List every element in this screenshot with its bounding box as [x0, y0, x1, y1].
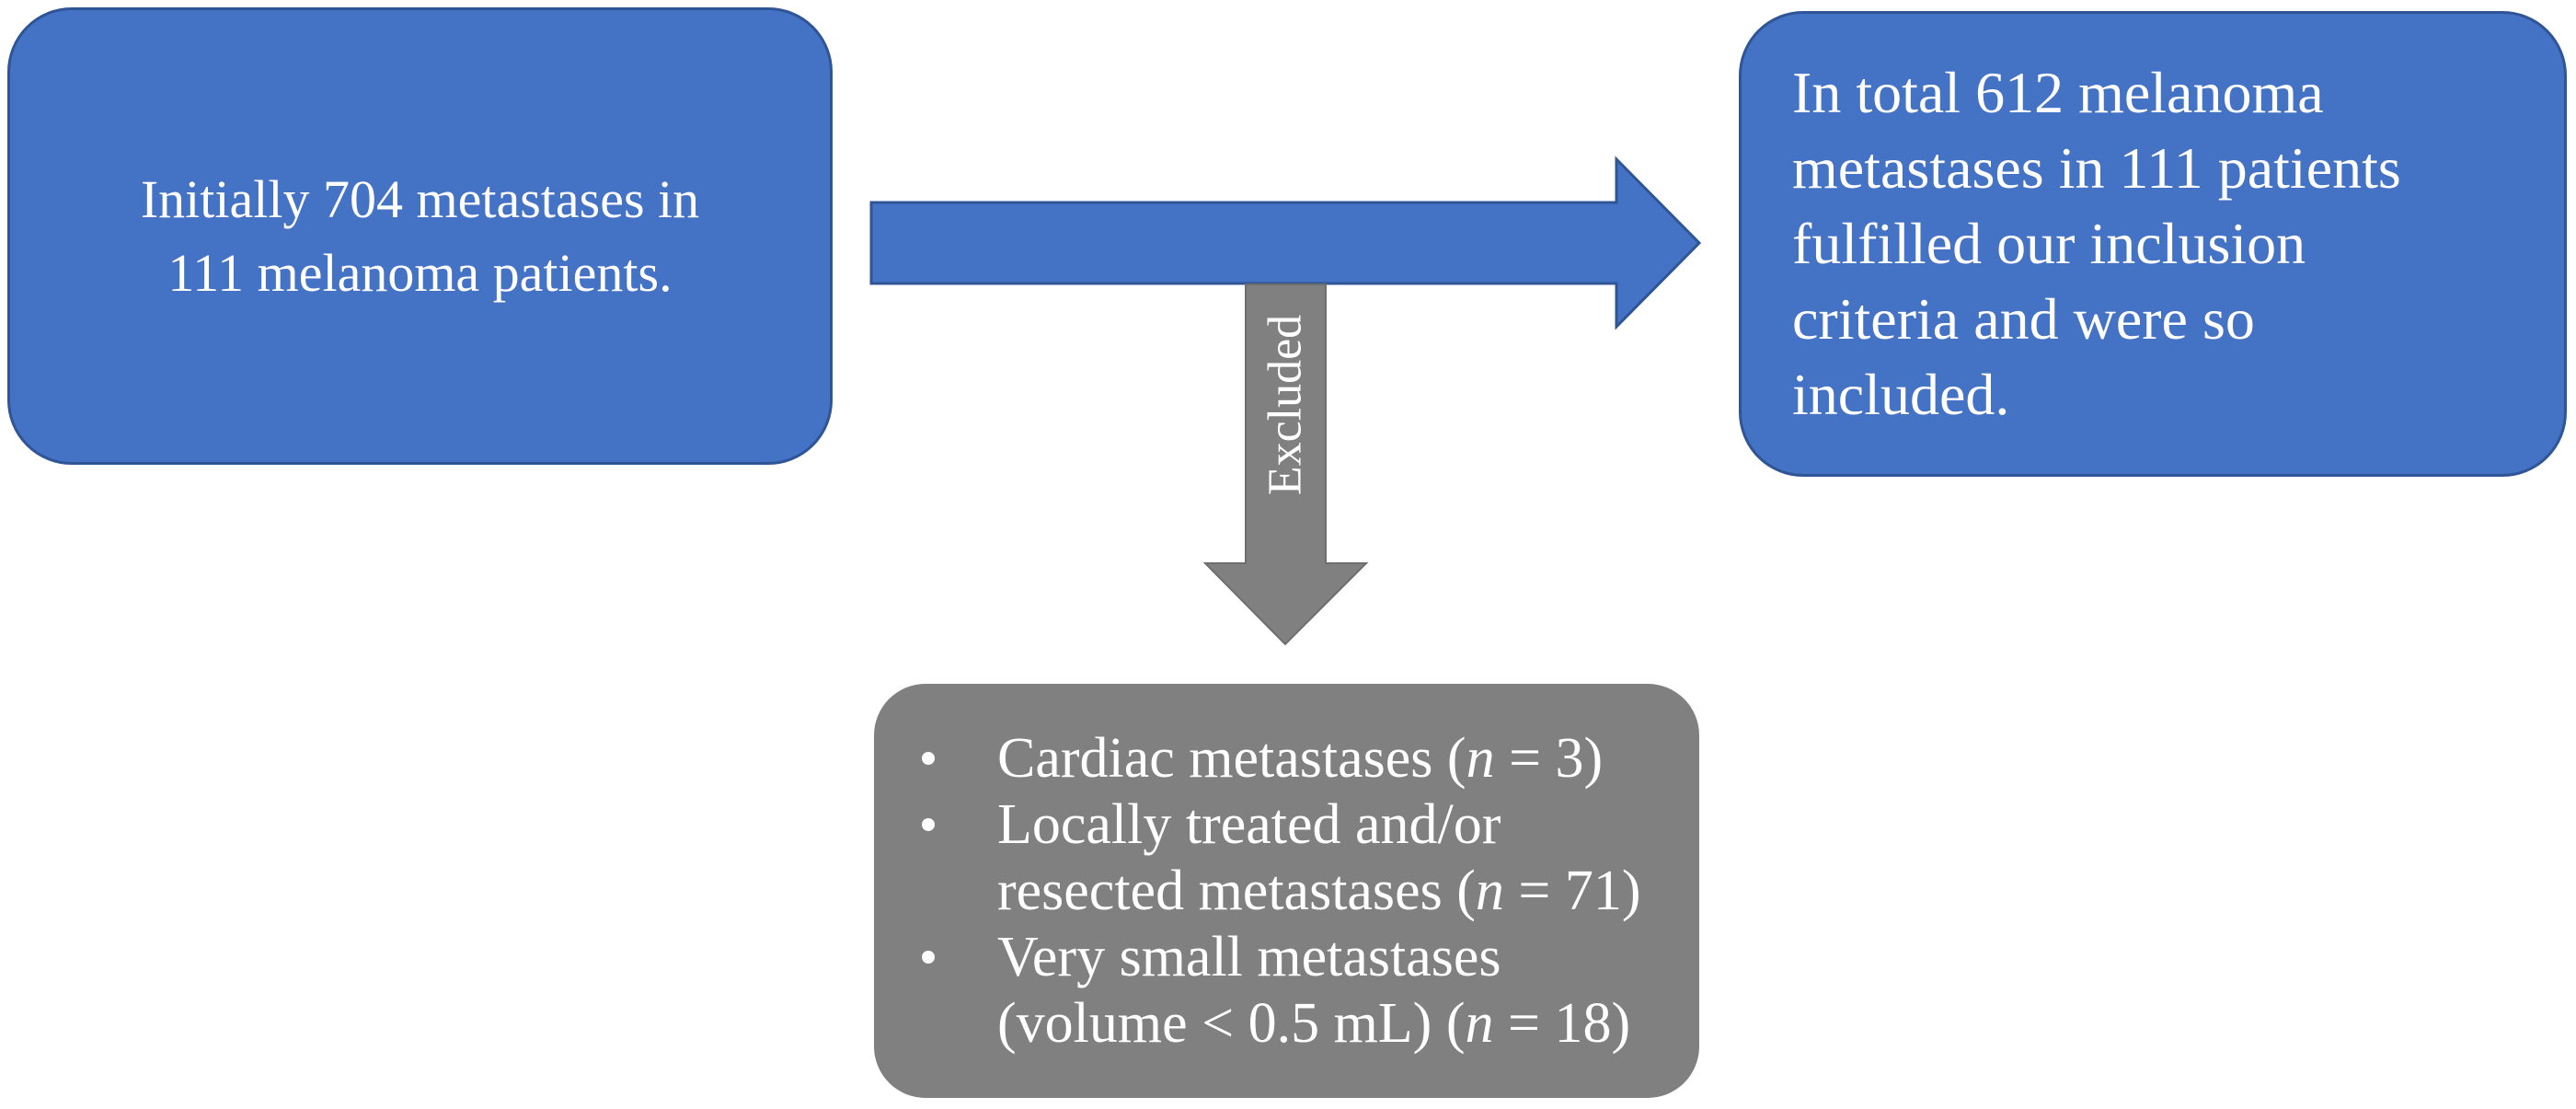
- list-item: Locally treated and/or resected metastas…: [911, 791, 1662, 924]
- initial-cohort-box: Initially 704 metastases in 111 melanoma…: [7, 7, 833, 465]
- text-line: Locally treated and/or: [997, 793, 1501, 856]
- text-line: Cardiac metastases (n = 3): [997, 727, 1604, 790]
- list-item: Cardiac metastases (n = 3): [911, 725, 1662, 791]
- list-item: Very small metastases (volume < 0.5 mL) …: [911, 924, 1662, 1057]
- text-line: resected metastases (n = 71): [997, 860, 1641, 922]
- text-line: In total 612 melanoma: [1792, 60, 2324, 125]
- text-line: metastases in 111 patients: [1792, 135, 2401, 201]
- bullet-icon: [922, 951, 935, 964]
- text-line: fulfilled our inclusion: [1792, 211, 2306, 276]
- right-arrow-icon: [869, 156, 1702, 330]
- text-line: (volume < 0.5 mL) (n = 18): [997, 992, 1631, 1055]
- text-line: included.: [1792, 362, 2010, 427]
- text-line: Very small metastases: [997, 926, 1501, 988]
- excluded-reasons-box: Cardiac metastases (n = 3) Locally treat…: [874, 684, 1699, 1098]
- bullet-icon: [922, 752, 935, 765]
- text-line: 111 melanoma patients.: [167, 242, 673, 303]
- excluded-arrow-label: Excluded: [1259, 314, 1312, 496]
- text-line: criteria and were so: [1792, 286, 2255, 352]
- included-cohort-box: In total 612 melanoma metastases in 111 …: [1739, 11, 2567, 477]
- bullet-icon: [922, 818, 935, 831]
- text-line: Initially 704 metastases in: [140, 168, 700, 229]
